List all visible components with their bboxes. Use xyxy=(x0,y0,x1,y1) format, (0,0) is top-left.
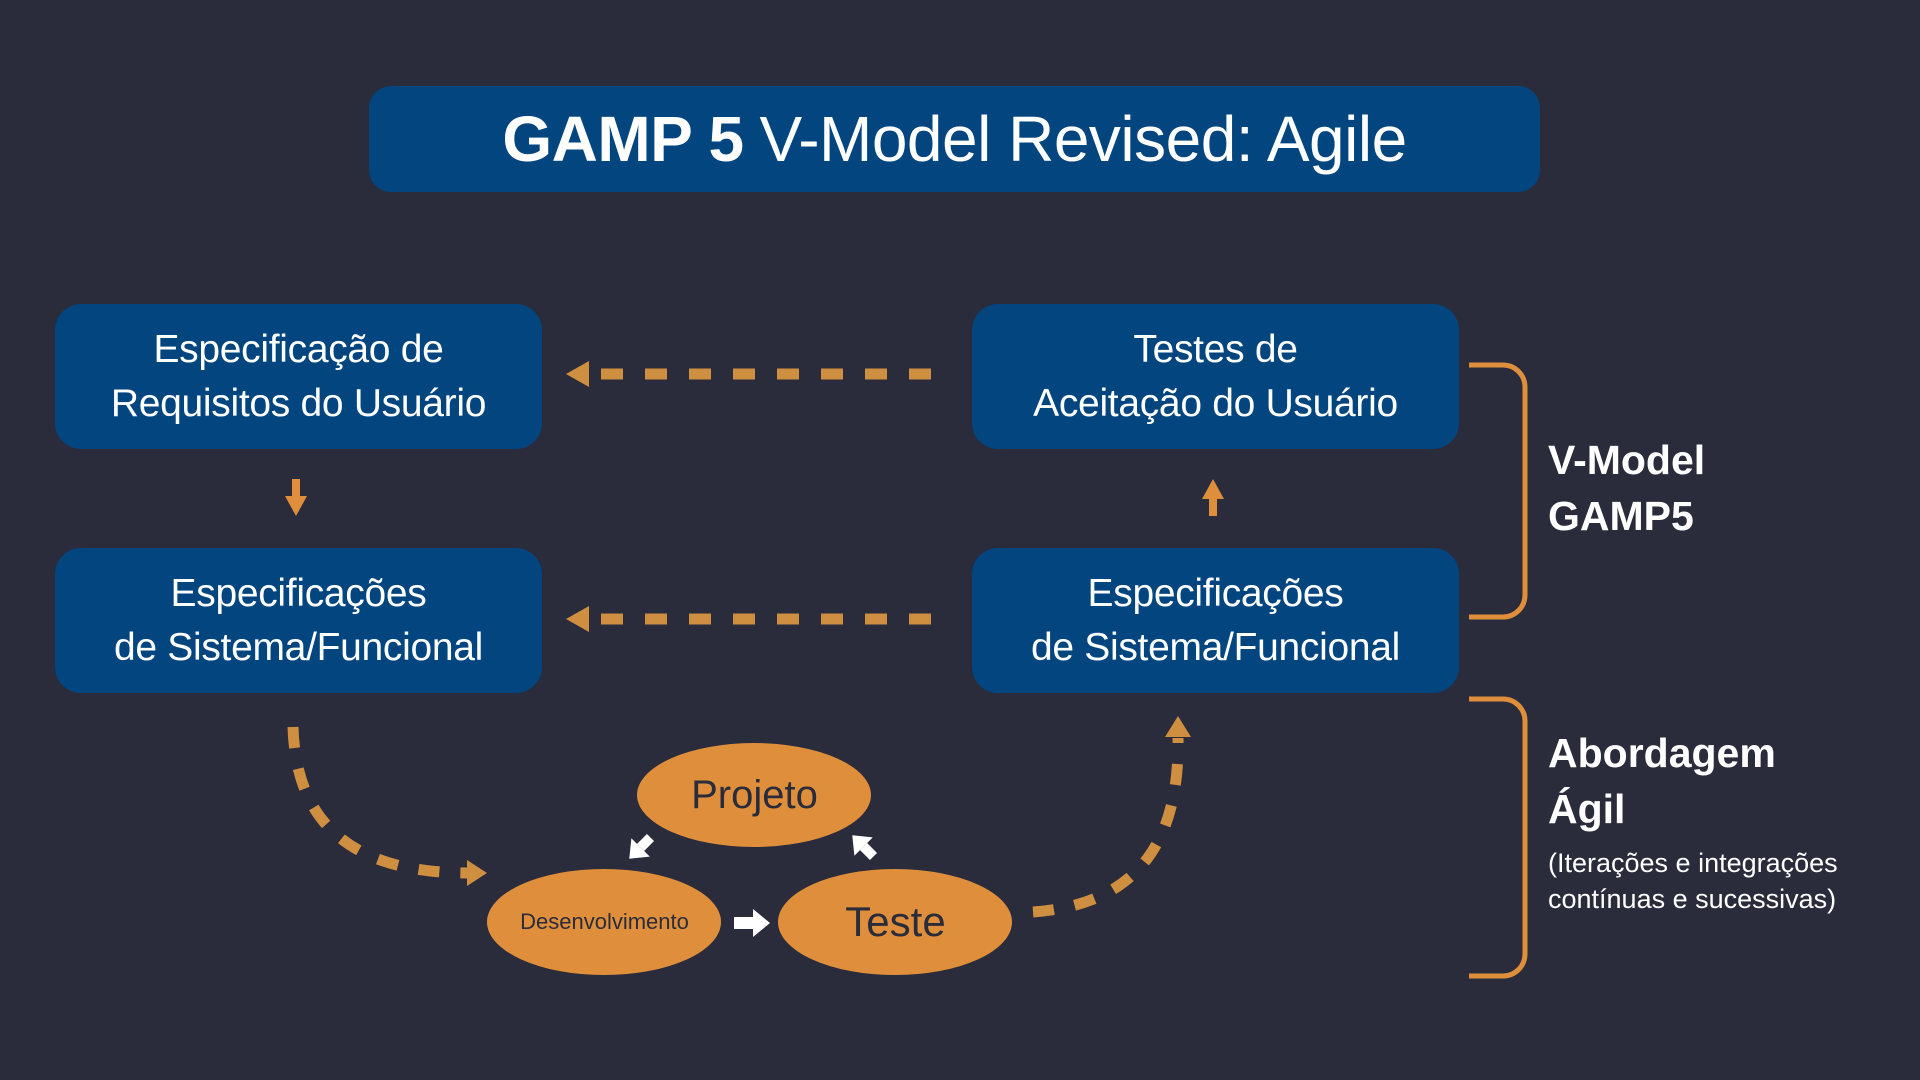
agile-line1: Abordagem xyxy=(1548,730,1776,776)
bracket-vmodel xyxy=(1469,362,1528,620)
box-user-requirements-spec: Especificação de Requisitos do Usuário xyxy=(55,304,542,449)
box-line: Testes de xyxy=(1133,327,1298,371)
arrow-dev-to-teste-icon xyxy=(734,909,770,937)
vmodel-line2: GAMP5 xyxy=(1548,493,1694,539)
arrow-left-icon xyxy=(566,361,589,387)
agile-approach-label: Abordagem Ágil xyxy=(1548,725,1776,837)
dashed-curve xyxy=(287,726,469,879)
dashed-curve-into-cycle xyxy=(287,726,487,886)
box-line: Especificações xyxy=(1087,571,1344,615)
dashed-curve-out-of-cycle xyxy=(1032,716,1191,918)
label-desenvolvimento: Desenvolvimento xyxy=(520,909,689,934)
agile-line2: Ágil xyxy=(1548,786,1626,832)
box-functional-spec-left: Especificações de Sistema/Funcional xyxy=(55,548,542,693)
dashed-curve xyxy=(1032,737,1184,918)
arrow-up-icon xyxy=(1165,716,1191,737)
title-rest: V-Model Revised: Agile xyxy=(759,103,1408,175)
box-line: de Sistema/Funcional xyxy=(113,625,484,669)
box-user-acceptance-tests: Testes de Aceitação do Usuário xyxy=(972,304,1459,449)
box-line: Aceitação do Usuário xyxy=(1033,381,1398,425)
agile-description: (Iterações e integrações contínuas e suc… xyxy=(1548,845,1838,917)
box-line: de Sistema/Funcional xyxy=(1030,625,1401,669)
dashed-arrow-fs-right-to-fs-left xyxy=(566,606,931,632)
box-line: Especificação de xyxy=(153,327,444,371)
box-line: Especificações xyxy=(170,571,427,615)
vmodel-gamp5-label: V-Model GAMP5 xyxy=(1548,432,1705,544)
agile-sub-line1: (Iterações e integrações xyxy=(1548,848,1838,878)
agile-sub-line2: contínuas e sucessivas) xyxy=(1548,884,1837,914)
vmodel-line1: V-Model xyxy=(1548,437,1706,483)
title-bold: GAMP 5 xyxy=(502,103,744,175)
title-banner: GAMP 5 V-Model Revised: Agile xyxy=(369,86,1540,192)
label-teste: Teste xyxy=(845,898,946,945)
label-projeto: Projeto xyxy=(691,772,818,817)
dashed-arrow-uat-to-urs xyxy=(566,361,931,387)
box-line: Requisitos do Usuário xyxy=(110,381,487,425)
arrow-down-icon xyxy=(285,479,307,516)
bracket-agile xyxy=(1469,696,1528,979)
box-functional-spec-right: Especificações de Sistema/Funcional xyxy=(972,548,1459,693)
arrow-left-icon xyxy=(566,606,589,632)
arrow-up-icon xyxy=(1202,479,1224,516)
arrow-right-icon xyxy=(467,860,487,886)
